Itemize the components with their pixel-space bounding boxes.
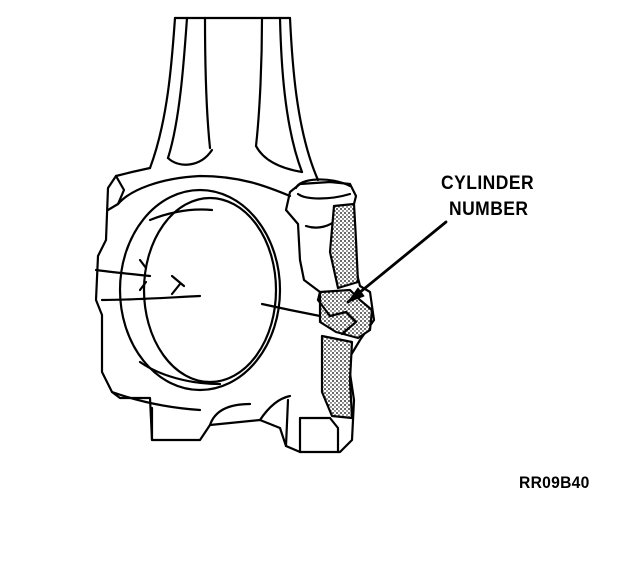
callout-label-line2: NUMBER <box>449 199 529 220</box>
bearing-bore <box>118 188 282 392</box>
callout-label-line1: CYLINDER <box>441 173 535 194</box>
figure-id: RR09B40 <box>519 473 590 492</box>
cylinder-number-boss <box>316 202 374 420</box>
callout-leader-line <box>346 220 448 304</box>
rod-shank <box>148 16 320 182</box>
